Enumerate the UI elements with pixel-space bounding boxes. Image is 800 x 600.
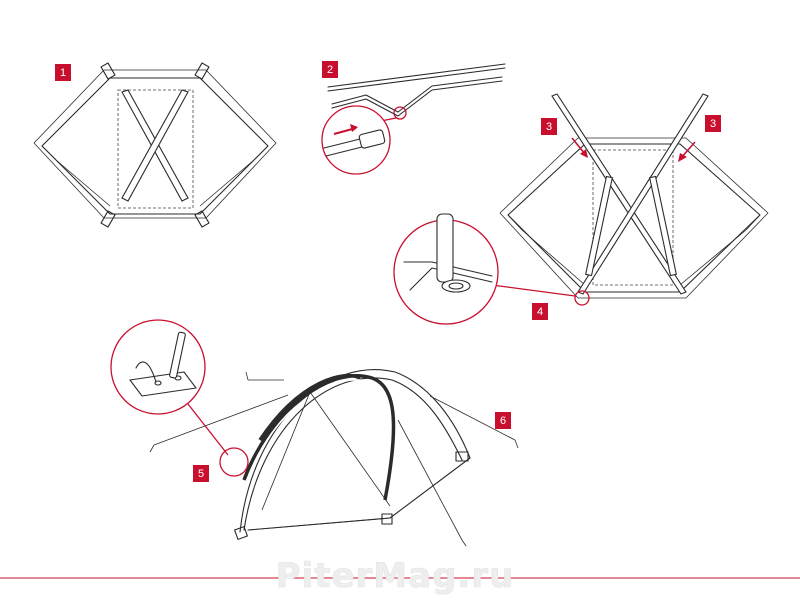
- pole-connector-detail: [323, 124, 386, 157]
- step-1-figure: [33, 62, 277, 228]
- insert-arrow-right: [678, 141, 696, 162]
- step-4-zoom: [393, 213, 499, 325]
- svg-text:2: 2: [327, 64, 333, 76]
- step-5-figure: [149, 369, 519, 547]
- step-5-badge: 5: [193, 465, 209, 482]
- svg-text:3: 3: [546, 121, 552, 133]
- svg-text:1: 1: [60, 67, 66, 79]
- tent-poles-arched: [242, 373, 396, 501]
- step-3-badge-left: 3: [541, 118, 557, 135]
- svg-text:6: 6: [500, 415, 506, 427]
- step-2-figure: [321, 63, 506, 175]
- crossed-poles: [121, 89, 189, 202]
- svg-text:5: 5: [198, 468, 204, 480]
- inserted-poles: [551, 93, 709, 295]
- step-6-badge: 6: [495, 412, 511, 429]
- watermark: PiterMag.ru: [276, 556, 515, 596]
- svg-text:4: 4: [537, 306, 543, 318]
- insert-arrow-left: [571, 137, 588, 158]
- step-3-figure: [491, 93, 769, 306]
- step-1-badge: 1: [55, 64, 71, 81]
- step-4-badge: 4: [532, 303, 548, 320]
- step-2-badge: 2: [322, 61, 338, 78]
- step-5-zoom: [110, 319, 229, 456]
- svg-text:3: 3: [710, 118, 716, 130]
- step-3-badge-right: 3: [705, 115, 721, 132]
